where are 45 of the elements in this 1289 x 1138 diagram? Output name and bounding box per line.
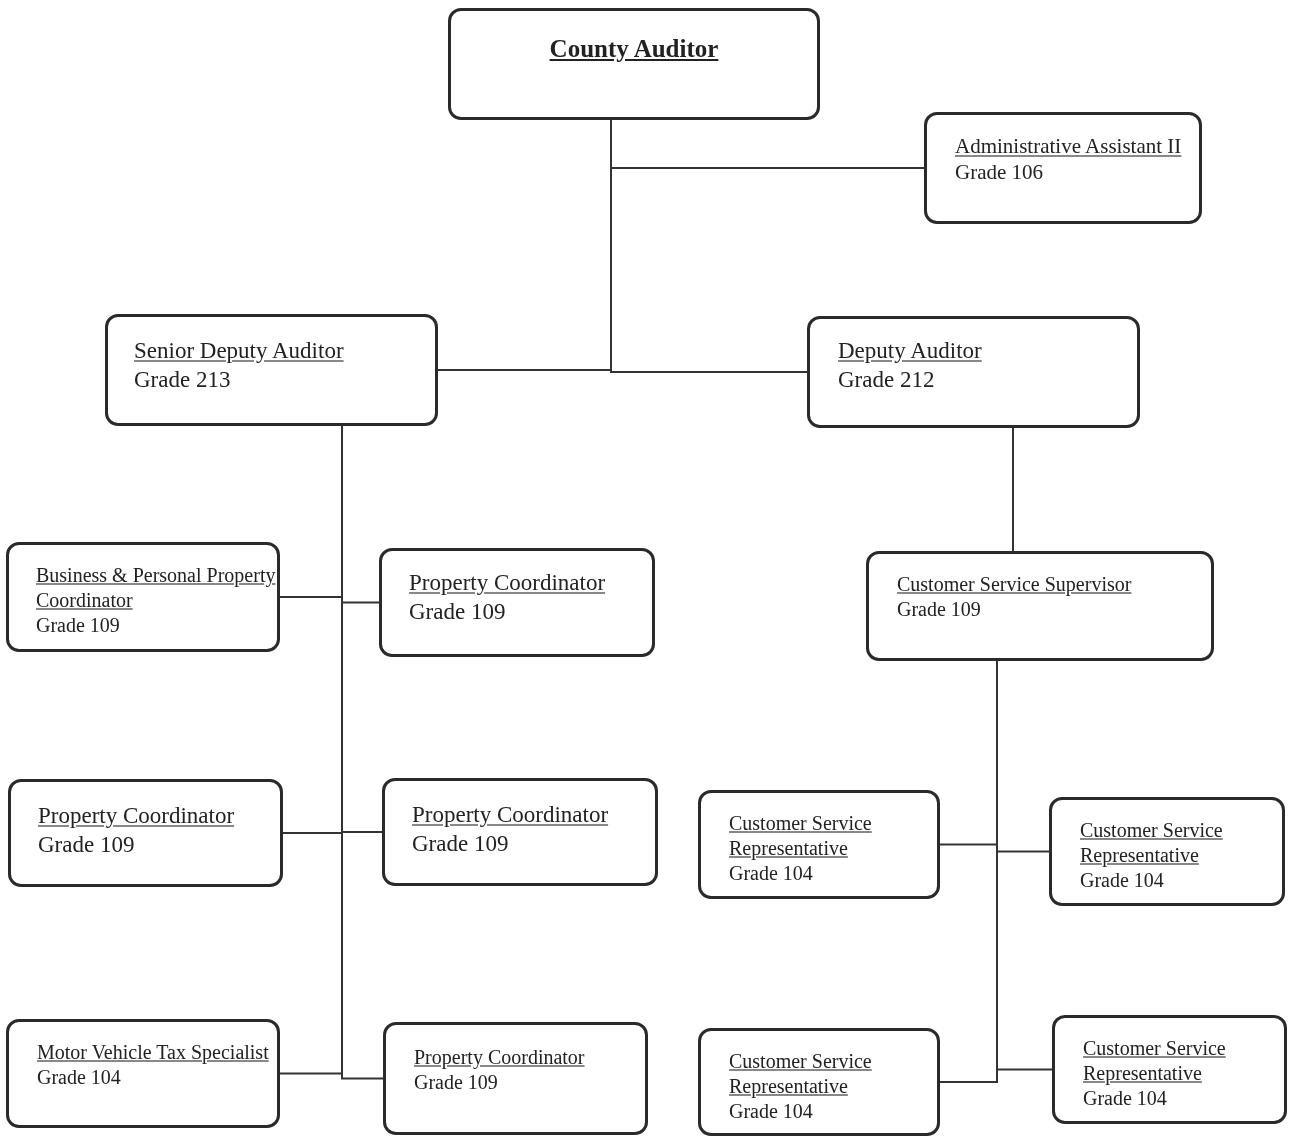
position-box bbox=[382, 778, 658, 886]
grade-label: Grade 104 bbox=[1080, 868, 1165, 893]
grade-label: Grade 104 bbox=[729, 861, 814, 886]
grade-label: Grade 109 bbox=[409, 597, 507, 626]
grade-label: Grade 104 bbox=[37, 1065, 122, 1090]
position-box bbox=[807, 316, 1140, 428]
position-box bbox=[1049, 797, 1285, 906]
position-box bbox=[698, 790, 940, 899]
position-title: Customer Service Representative bbox=[729, 811, 873, 861]
position-title: Customer Service Supervisor bbox=[897, 572, 1133, 597]
position-box bbox=[379, 548, 655, 657]
grade-label: Grade 106 bbox=[955, 159, 1045, 186]
connector-line bbox=[1012, 427, 1014, 552]
position-box bbox=[383, 1022, 648, 1135]
position-title: Customer Service Representative bbox=[1083, 1036, 1227, 1086]
position-box bbox=[924, 112, 1202, 224]
grade-label: Grade 109 bbox=[414, 1070, 499, 1095]
position-title: Senior Deputy Auditor bbox=[134, 337, 345, 365]
position-title: Property Coordinator bbox=[412, 801, 610, 829]
grade-label: Grade 109 bbox=[412, 829, 510, 858]
grade-label: Grade 213 bbox=[134, 365, 232, 394]
grade-label: Grade 104 bbox=[1083, 1086, 1168, 1111]
position-title: Deputy Auditor bbox=[838, 337, 983, 365]
title-box bbox=[448, 8, 820, 120]
position-box bbox=[6, 542, 280, 652]
grade-label: Grade 109 bbox=[38, 830, 136, 859]
position-title: Property Coordinator bbox=[414, 1045, 586, 1070]
grade-label: Grade 109 bbox=[36, 613, 121, 638]
position-box bbox=[8, 779, 283, 887]
position-box bbox=[105, 314, 438, 426]
grade-label: Grade 104 bbox=[729, 1099, 814, 1124]
position-box bbox=[1052, 1015, 1287, 1124]
position-title: Motor Vehicle Tax Specialist bbox=[37, 1040, 270, 1065]
position-title: Customer Service Representative bbox=[1080, 818, 1224, 868]
position-title: Business & Personal Property Coordinator bbox=[36, 563, 277, 613]
position-title: Customer Service Representative bbox=[729, 1049, 873, 1099]
position-box bbox=[698, 1028, 940, 1136]
grade-label: Grade 212 bbox=[838, 365, 936, 394]
position-title: Property Coordinator bbox=[409, 569, 607, 597]
grade-label: Grade 109 bbox=[897, 597, 982, 622]
position-title: Administrative Assistant II bbox=[955, 133, 1183, 160]
position-title: County Auditor bbox=[548, 34, 720, 64]
position-box bbox=[866, 551, 1214, 661]
position-box bbox=[6, 1019, 280, 1128]
position-title: Property Coordinator bbox=[38, 802, 236, 830]
